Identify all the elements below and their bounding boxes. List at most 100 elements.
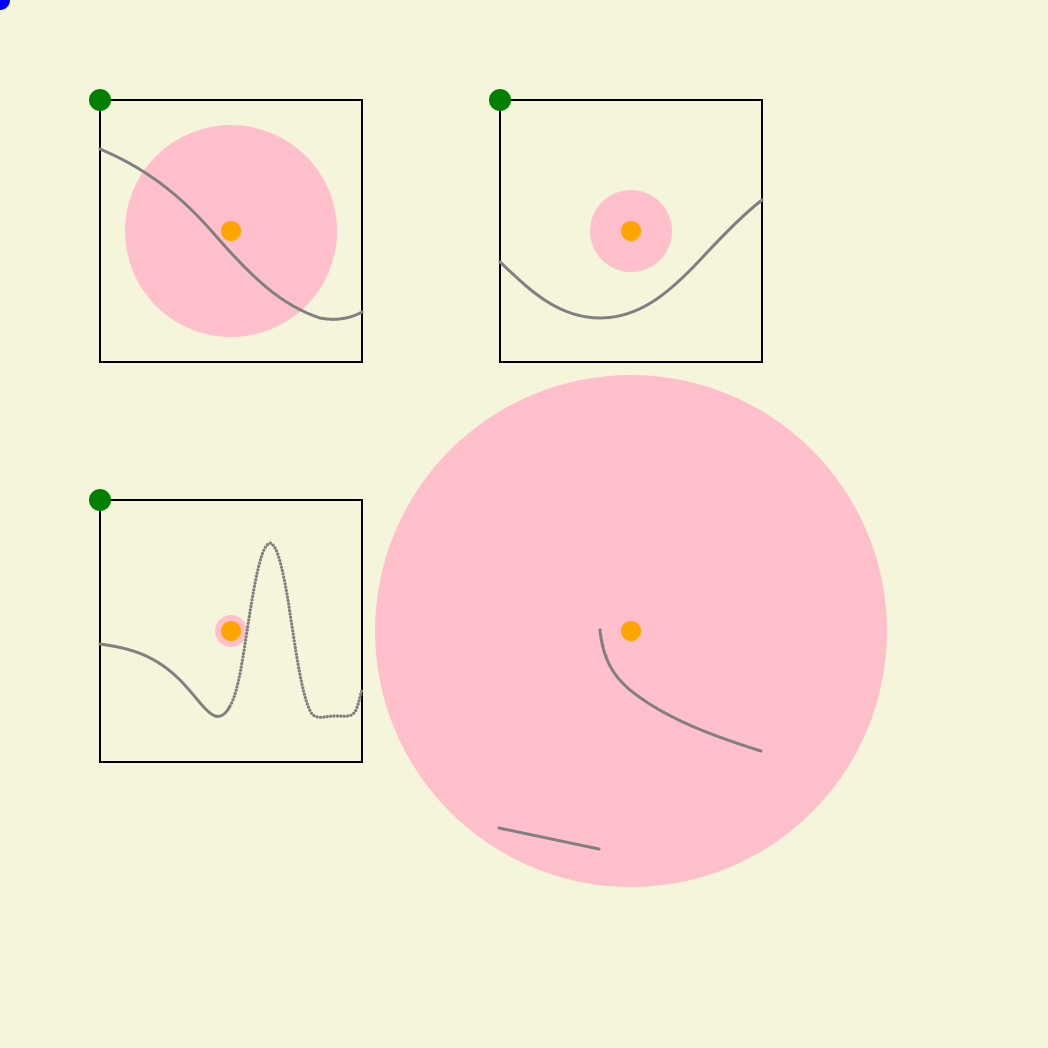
panel-3-curve-dot (295, 659, 300, 663)
panel-3-curve-dot (248, 611, 252, 615)
panel-3-curve-dot (294, 652, 298, 656)
panel-3-curve-dot (297, 666, 301, 670)
panel-3-curve-dot (246, 625, 250, 629)
panel-2 (489, 89, 764, 363)
panel-3-curve-dot (274, 549, 279, 553)
panel-3-curve-dot (291, 629, 295, 633)
panel-3-curve-dot (288, 612, 292, 616)
panel-3-curve-dot (300, 682, 304, 687)
panel-3-curve-dots (228, 541, 364, 719)
panel-3-curve-dot (265, 543, 269, 547)
panel-3-curve-dot (256, 568, 260, 572)
panel-3-curve-dot (285, 595, 290, 599)
panel-3-curve-solid (98, 642, 232, 718)
panel-3-curve-dot (318, 715, 323, 719)
panel-3 (89, 489, 364, 763)
panel-4-center-dot (621, 621, 641, 641)
panel-4-curve-segment (497, 826, 601, 851)
panel-3-curve-dot (249, 601, 254, 605)
panel-3-curve-dot (233, 691, 237, 696)
panel-3-curve-dot (252, 584, 256, 589)
panel-3-curve-dot (359, 692, 363, 697)
panel-1-anchor-dot (89, 89, 111, 111)
panel-3-curve-dot (357, 699, 361, 703)
panel-3-curve-dot (257, 564, 261, 569)
panel-3-curve-dot (237, 675, 241, 679)
panel-3-curve-dot (322, 715, 326, 719)
panel-3-curve-dot (254, 578, 258, 582)
panel-3-curve-dot (243, 645, 247, 649)
panel-3-curve-dot (302, 692, 306, 696)
panel-3-curve-dot (293, 646, 297, 650)
panel-3-curve-dot (244, 638, 248, 642)
panel-3-curve-dot (240, 662, 244, 666)
panel-3-curve-dot (332, 714, 336, 718)
panel-3-curve-dot (262, 548, 266, 552)
panel-3-curve-dot (286, 598, 290, 603)
panel-3-curve-dot (253, 581, 257, 585)
panel-3-curve-dot (298, 672, 302, 677)
panel-3-curve-dot (356, 702, 360, 706)
panel-3-curve-dot (239, 665, 243, 669)
panel-3-curve-dot (281, 572, 285, 576)
panel-3-curve-dot (252, 588, 256, 592)
panel-3-curve-dot (287, 605, 291, 609)
panel-3-curve-dot (292, 639, 296, 643)
panel-3-curve-dot (301, 689, 306, 693)
panel-3-curve-dot (283, 582, 287, 586)
panel-3-curve-dot (354, 709, 358, 713)
panel-3-curve-dot (305, 702, 309, 706)
panel-3-curve-dot (295, 656, 299, 660)
origin-marker (0, 0, 10, 10)
panel-3-curve-dot (247, 615, 251, 619)
panel-2-center-dot (621, 221, 641, 241)
panel-3-curve-dot (293, 642, 297, 646)
panel-2-curve (498, 198, 764, 320)
panel-3-curve-dot (292, 635, 296, 640)
panel-2-frame (499, 99, 763, 363)
panel-3-curve-dot (294, 649, 298, 653)
panel-3-curve-dot (241, 655, 245, 659)
panel-3-curve-dot (309, 711, 314, 715)
panel-3-curve-dot (296, 662, 300, 666)
panel-4 (375, 375, 887, 887)
panel-3-curve-dot (250, 598, 254, 602)
panel-3-curve-dot (243, 641, 247, 646)
panel-3-curve-dot (278, 559, 282, 563)
panel-3-center-dot (221, 621, 241, 641)
panel-3-curve-dot (237, 678, 241, 682)
panel-3-curve-dot (271, 543, 275, 547)
panel-3-curve-dot (282, 575, 286, 579)
panel-3-curve-dot (228, 704, 232, 708)
panel-3-curve-dot (284, 585, 288, 589)
panel-3-curve-dot (263, 545, 267, 549)
panel-3-curve-dot (231, 698, 235, 702)
panel-3-curve-dot (236, 682, 240, 686)
panel-3-curve-dot (291, 632, 295, 636)
panel-1-center-dot (221, 221, 241, 241)
panel-3-curve-dot (299, 676, 303, 680)
panel-1 (89, 89, 364, 363)
panel-3-curve-dot (312, 714, 316, 718)
panel-3-frame (99, 499, 363, 763)
panel-3-curve-dot (285, 592, 289, 596)
panel-3-curve-dot (355, 705, 359, 710)
panel-3-curve-dot (248, 608, 252, 612)
panel-3-curve-dot (287, 602, 291, 606)
panel-3-curve-dot (290, 625, 294, 630)
panel-3-curve-dot (238, 672, 242, 676)
panel-3-curve-dot (249, 604, 253, 609)
panel-3-curve-dot (245, 628, 249, 632)
panel-3-curve-dot (255, 571, 259, 575)
panel-1-curve (98, 147, 364, 321)
panel-3-curve-dot (244, 635, 248, 639)
panel-3-curve-dot (289, 615, 293, 619)
panel-3-curve-dot (234, 688, 238, 692)
panel-3-curve-dot (304, 699, 308, 703)
panel-3-curve-dot (339, 714, 343, 718)
panel-3-curve-dot (299, 679, 303, 683)
panel-3-curve-dot (308, 708, 312, 712)
panel-3-curve-dot (349, 713, 353, 717)
panel-3-curve-dot (232, 695, 236, 699)
panel-3-curve-dot (288, 609, 292, 613)
